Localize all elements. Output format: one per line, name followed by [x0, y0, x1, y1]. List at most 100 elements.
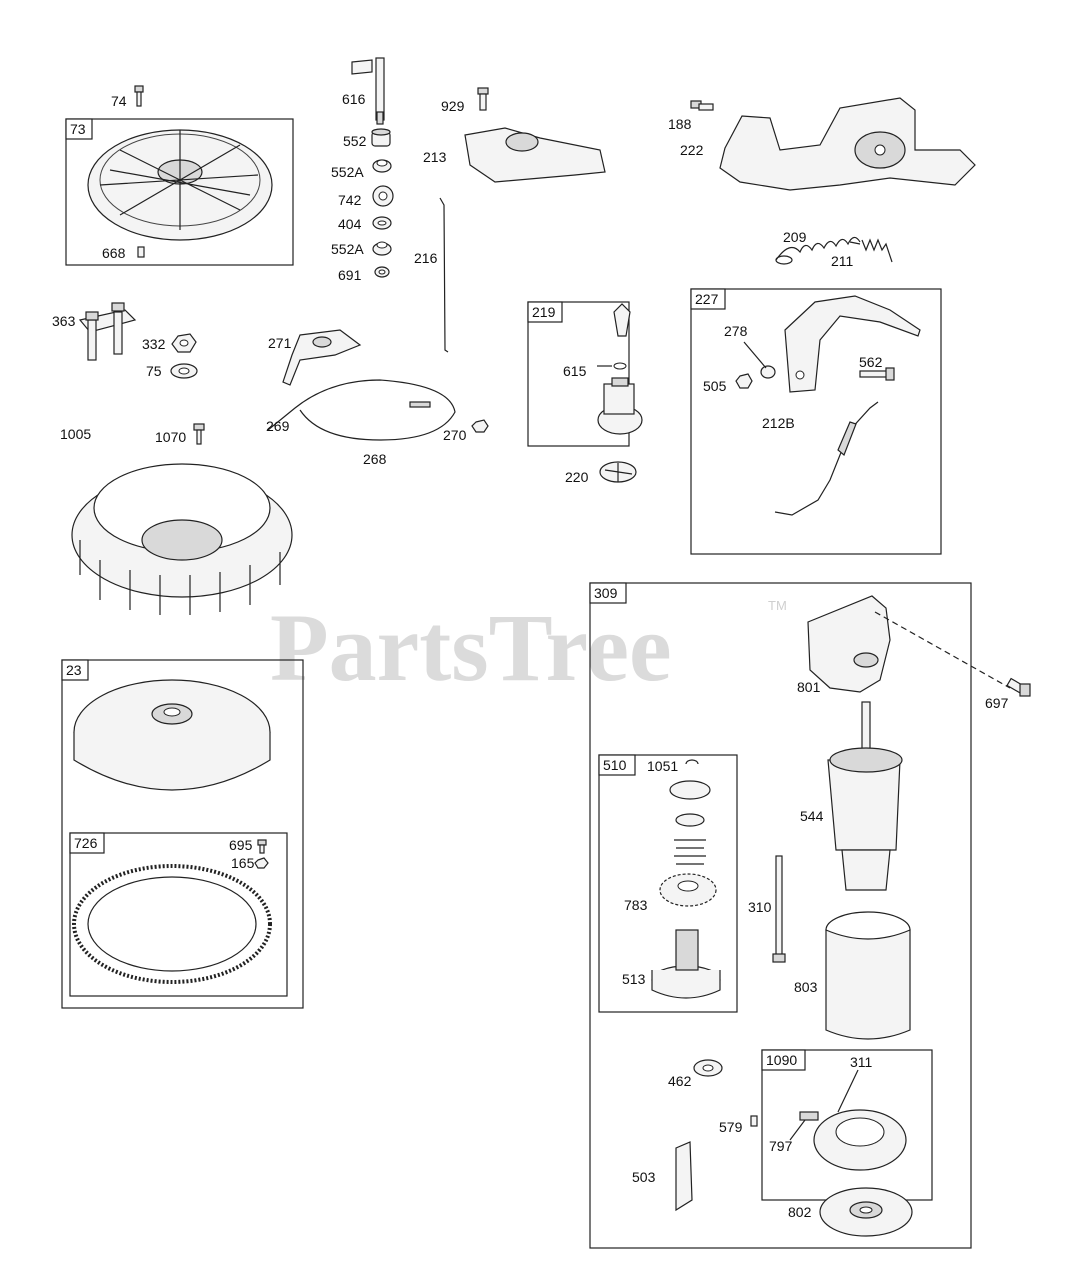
part-668-pin[interactable]: [137, 246, 145, 258]
label-211: 211: [831, 253, 854, 269]
part-75-washer[interactable]: [170, 363, 198, 379]
part-1005-flywheel-fan[interactable]: [71, 463, 293, 615]
part-278-washer[interactable]: [760, 365, 776, 379]
label-220: 220: [565, 469, 589, 485]
watermark-text: PartsTree: [270, 594, 672, 701]
part-227-control-bracket[interactable]: [784, 295, 921, 393]
label-929: 929: [441, 98, 465, 114]
label-311: 311: [850, 1054, 873, 1070]
group-box-73[interactable]: 73: [65, 118, 294, 266]
part-503-spring-clip[interactable]: [675, 1141, 693, 1212]
group-box-726[interactable]: 726: [69, 832, 288, 997]
part-552A-seal[interactable]: [372, 159, 392, 173]
label-691: 691: [338, 267, 362, 283]
part-188-bolt[interactable]: [690, 100, 714, 111]
label-562: 562: [859, 354, 883, 370]
label-552A: 552A: [331, 164, 364, 180]
part-802-end-cap[interactable]: [819, 1187, 913, 1237]
part-74-bolt[interactable]: [134, 85, 144, 107]
part-222-control-bracket[interactable]: [719, 97, 976, 191]
leader-278: [743, 341, 767, 369]
part-579-spacer[interactable]: [750, 1115, 758, 1127]
label-165: 165: [231, 855, 255, 871]
part-165-nut[interactable]: [254, 857, 269, 869]
part-211-spring[interactable]: [849, 238, 893, 263]
group-box-1090[interactable]: 1090: [761, 1049, 933, 1201]
label-783: 783: [624, 897, 648, 913]
label-505: 505: [703, 378, 727, 394]
label-278: 278: [724, 323, 748, 339]
label-188: 188: [668, 116, 692, 132]
group-box-219[interactable]: 219: [527, 301, 630, 447]
part-212B-governor-spring-link[interactable]: [774, 401, 879, 516]
part-691-washer[interactable]: [374, 266, 390, 278]
part-695-screw[interactable]: [257, 839, 267, 854]
part-220-cup[interactable]: [599, 461, 637, 483]
label-332: 332: [142, 336, 166, 352]
leader-797: [789, 1119, 806, 1141]
group-box-309[interactable]: 309: [589, 582, 972, 1249]
label-363: 363: [52, 313, 76, 329]
label-213: 213: [423, 149, 447, 165]
label-616: 616: [342, 91, 366, 107]
part-332-nut[interactable]: [171, 333, 197, 353]
part-1070-bolt[interactable]: [193, 423, 205, 445]
group-box-23[interactable]: 23: [61, 659, 304, 1009]
part-726-ring-gear[interactable]: [72, 864, 272, 984]
label-310: 310: [748, 899, 772, 915]
part-268-throttle-cable[interactable]: [267, 379, 456, 441]
part-219-governor-gear[interactable]: [597, 303, 643, 435]
part-209-spring[interactable]: [775, 236, 861, 265]
part-742-clip[interactable]: [372, 185, 394, 207]
part-462-washer[interactable]: [693, 1059, 723, 1077]
part-404-washer[interactable]: [372, 216, 392, 230]
label-271: 271: [268, 335, 292, 351]
box-label-510: 510: [603, 757, 627, 773]
part-1051-retaining-ring[interactable]: [685, 759, 699, 765]
box-label-23: 23: [66, 662, 82, 678]
part-23-flywheel[interactable]: [73, 679, 271, 791]
part-271-governor-lever[interactable]: [282, 329, 362, 386]
label-801: 801: [797, 679, 821, 695]
box-label-726: 726: [74, 835, 98, 851]
label-579: 579: [719, 1119, 743, 1135]
box-label-219: 219: [532, 304, 556, 320]
part-697-screw[interactable]: [874, 611, 1031, 697]
part-562-screw[interactable]: [859, 367, 895, 381]
part-1090-brush-holder[interactable]: [799, 1109, 907, 1171]
part-363-ignition-bracket[interactable]: [78, 302, 137, 361]
part-801-end-cap[interactable]: [807, 595, 891, 693]
part-616-governor-shaft[interactable]: [351, 57, 385, 125]
part-510-drive-parts[interactable]: [669, 780, 711, 865]
leader-311: [837, 1069, 859, 1113]
box-label-73: 73: [70, 121, 86, 137]
part-213-control-bracket[interactable]: [464, 127, 606, 183]
part-552A-seal-second[interactable]: [372, 241, 392, 256]
part-929-bolt[interactable]: [477, 87, 489, 111]
part-513-drive-housing[interactable]: [651, 929, 721, 999]
part-552-bushing[interactable]: [371, 128, 391, 147]
part-310-bolt[interactable]: [772, 855, 786, 963]
label-697: 697: [985, 695, 1009, 711]
part-783-pinion-gear[interactable]: [659, 873, 717, 907]
label-404: 404: [338, 216, 362, 232]
part-544-armature[interactable]: [827, 701, 903, 891]
label-797: 797: [769, 1138, 793, 1154]
part-803-housing[interactable]: [825, 911, 911, 1040]
box-label-1090: 1090: [766, 1052, 797, 1068]
part-505-nut[interactable]: [735, 373, 753, 389]
label-75: 75: [146, 363, 162, 379]
watermark-tm: TM: [768, 598, 787, 613]
label-513: 513: [622, 971, 646, 987]
group-box-510[interactable]: 510: [598, 754, 738, 1013]
label-503: 503: [632, 1169, 656, 1185]
label-462: 462: [668, 1073, 692, 1089]
label-668: 668: [102, 245, 126, 261]
part-270-nut[interactable]: [471, 419, 489, 433]
part-216-governor-link[interactable]: [439, 197, 449, 353]
box-label-227: 227: [695, 291, 719, 307]
label-552: 552: [343, 133, 367, 149]
part-73-rotating-screen[interactable]: [87, 129, 273, 241]
group-box-227[interactable]: 227: [690, 288, 942, 555]
